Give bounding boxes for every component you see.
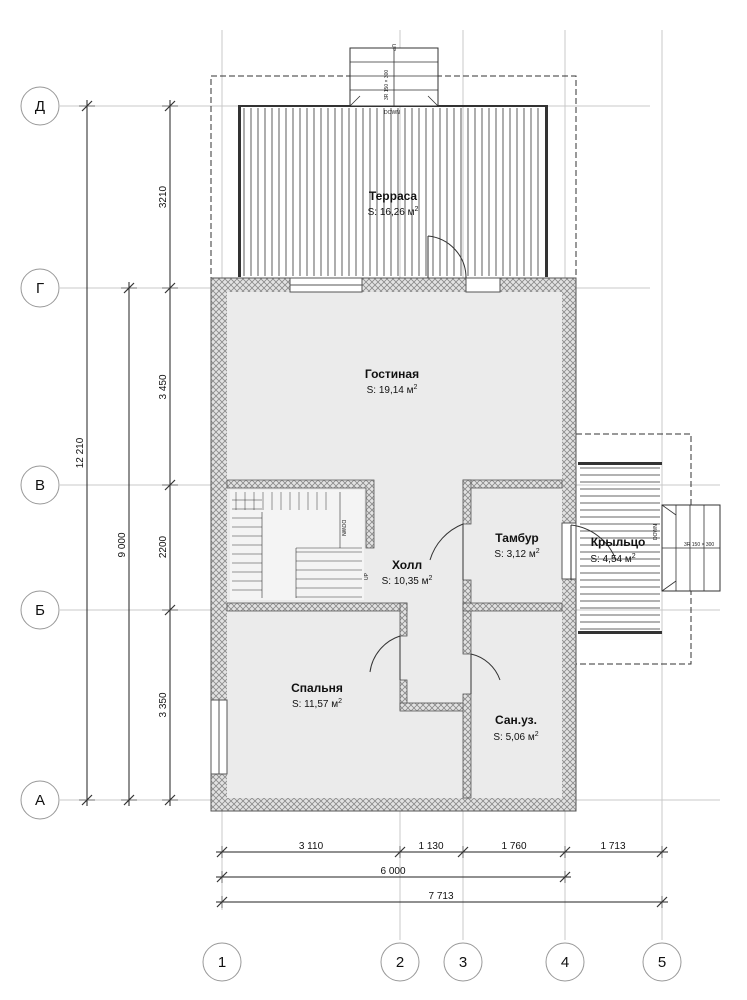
porch-steps-size-label: 3R 150 × 300: [684, 542, 714, 548]
porch-decking: [580, 467, 660, 630]
porch: 3R 150 × 300 DOWN: [575, 433, 721, 665]
porch-steps-down-label: DOWN: [653, 524, 659, 540]
bathroom-area: S: 5,06 м2: [493, 731, 538, 743]
wall-hall-bedroom-top: [226, 602, 408, 612]
axis-col-4: 4: [545, 942, 585, 982]
dim-left-1: 3210: [158, 185, 169, 208]
axis-label: Д: [35, 98, 45, 115]
terrace-rail-left: [238, 105, 241, 277]
living-room-area: S: 19,14 м2: [367, 384, 418, 396]
axis-row-v: В: [20, 465, 60, 505]
dim-bottom-3: 1 760: [501, 841, 526, 852]
terrace-rail-right: [545, 105, 548, 277]
wall-bedroom-bathroom: [399, 702, 471, 712]
axis-row-b: Б: [20, 590, 60, 630]
terrace-decking: [243, 108, 539, 276]
terrace-steps-size-label: 3R 150 × 300: [384, 70, 390, 100]
door-entrance: [570, 524, 617, 580]
windows: [210, 277, 577, 775]
porch-step-line: [661, 580, 677, 592]
stair-wall-top: [226, 479, 375, 549]
window-terrace-door: [465, 277, 501, 293]
axis-label: Г: [36, 280, 44, 297]
axis-label: 3: [459, 954, 467, 971]
dim-left-3: 2200: [158, 535, 169, 558]
interior-walls: [226, 479, 563, 799]
axis-label: 5: [658, 954, 666, 971]
terrace-steps-up-label: UP: [390, 44, 396, 52]
door-terrace: [427, 235, 467, 279]
terrace-area: S: 16,26 м2: [368, 206, 419, 218]
bedroom-name: Спальня: [291, 681, 343, 695]
dim-bottom-total: 7 713: [428, 891, 453, 902]
dim-bottom-2: 1 130: [418, 841, 443, 852]
doors: [369, 235, 617, 694]
porch-area: S: 4,54 м2: [590, 553, 635, 565]
living-room-name: Гостиная: [365, 367, 419, 381]
bathroom-name: Сан.уз.: [495, 713, 537, 727]
wall-vestibule-left-lower: [462, 579, 472, 655]
wall-bathroom-left: [462, 693, 472, 799]
room-labels: Терраса S: 16,26 м2 Гостиная S: 19,14 м2…: [291, 189, 645, 743]
stair-down-label: DOWN: [340, 520, 346, 536]
hall-area: S: 10,35 м2: [382, 575, 433, 587]
dim-bottom-4: 1 713: [600, 841, 625, 852]
dim-bottom-mid: 6 000: [380, 866, 405, 877]
axis-col-1: 1: [202, 942, 242, 982]
terrace-name: Терраса: [369, 189, 418, 203]
terrace-steps-down-label: DOWN: [384, 110, 400, 116]
bottom-dimensions: 3 110 1 130 1 760 1 713 6 000 7 713: [216, 841, 668, 908]
stair-up-label: UP: [364, 572, 370, 580]
axis-col-3: 3: [443, 942, 483, 982]
axis-label: В: [35, 477, 45, 494]
axis-label: Б: [35, 602, 45, 619]
wall-vestibule-bottom: [462, 602, 563, 612]
wall-vestibule-top: [462, 479, 563, 489]
door-bathroom: [470, 653, 501, 694]
door-vestibule: [429, 523, 464, 580]
dim-left-mid: 9 000: [117, 532, 128, 557]
bottom-dimension-ticks: [216, 846, 668, 908]
axis-label: А: [35, 792, 45, 809]
hall-name: Холл: [392, 558, 422, 572]
bedroom-area: S: 11,57 м2: [292, 698, 342, 710]
terrace-steps: UP 3R 150 × 300 DOWN: [349, 44, 439, 116]
dim-bottom-1: 3 110: [299, 841, 324, 852]
axis-col-5: 5: [642, 942, 682, 982]
porch-rail-top: [578, 462, 662, 465]
axis-label: 2: [396, 954, 404, 971]
wall-vestibule-left: [462, 479, 472, 525]
axis-col-2: 2: [380, 942, 420, 982]
dim-left-4: 3 350: [158, 692, 169, 717]
axis-row-d: Д: [20, 86, 60, 126]
left-dimension-ticks: [79, 100, 178, 806]
entrance-door-opening: [561, 522, 577, 580]
vestibule-area: S: 3,12 м2: [494, 548, 539, 560]
main-staircase: DOWN UP: [230, 490, 370, 600]
terrace-step-line: [427, 95, 439, 107]
wall-bedroom-segment: [399, 602, 408, 637]
porch-name: Крыльцо: [591, 535, 646, 549]
axis-markers: Д Г В Б А 1 2 3 4 5: [20, 86, 682, 982]
left-dimensions: 3210 3 450 2200 3 350 9 000 12 210: [75, 100, 178, 806]
axis-label: 4: [561, 954, 569, 971]
terrace-step-line: [349, 95, 361, 107]
axis-label: 1: [218, 954, 226, 971]
door-bedroom: [369, 635, 401, 680]
dim-left-total: 12 210: [75, 437, 86, 468]
dim-left-2: 3 450: [158, 374, 169, 399]
stair-treads: [232, 492, 362, 598]
porch-rail-bottom: [578, 631, 662, 634]
axis-row-g: Г: [20, 268, 60, 308]
axis-row-a: А: [20, 780, 60, 820]
porch-step-line: [661, 504, 677, 516]
vestibule-name: Тамбур: [495, 531, 539, 545]
